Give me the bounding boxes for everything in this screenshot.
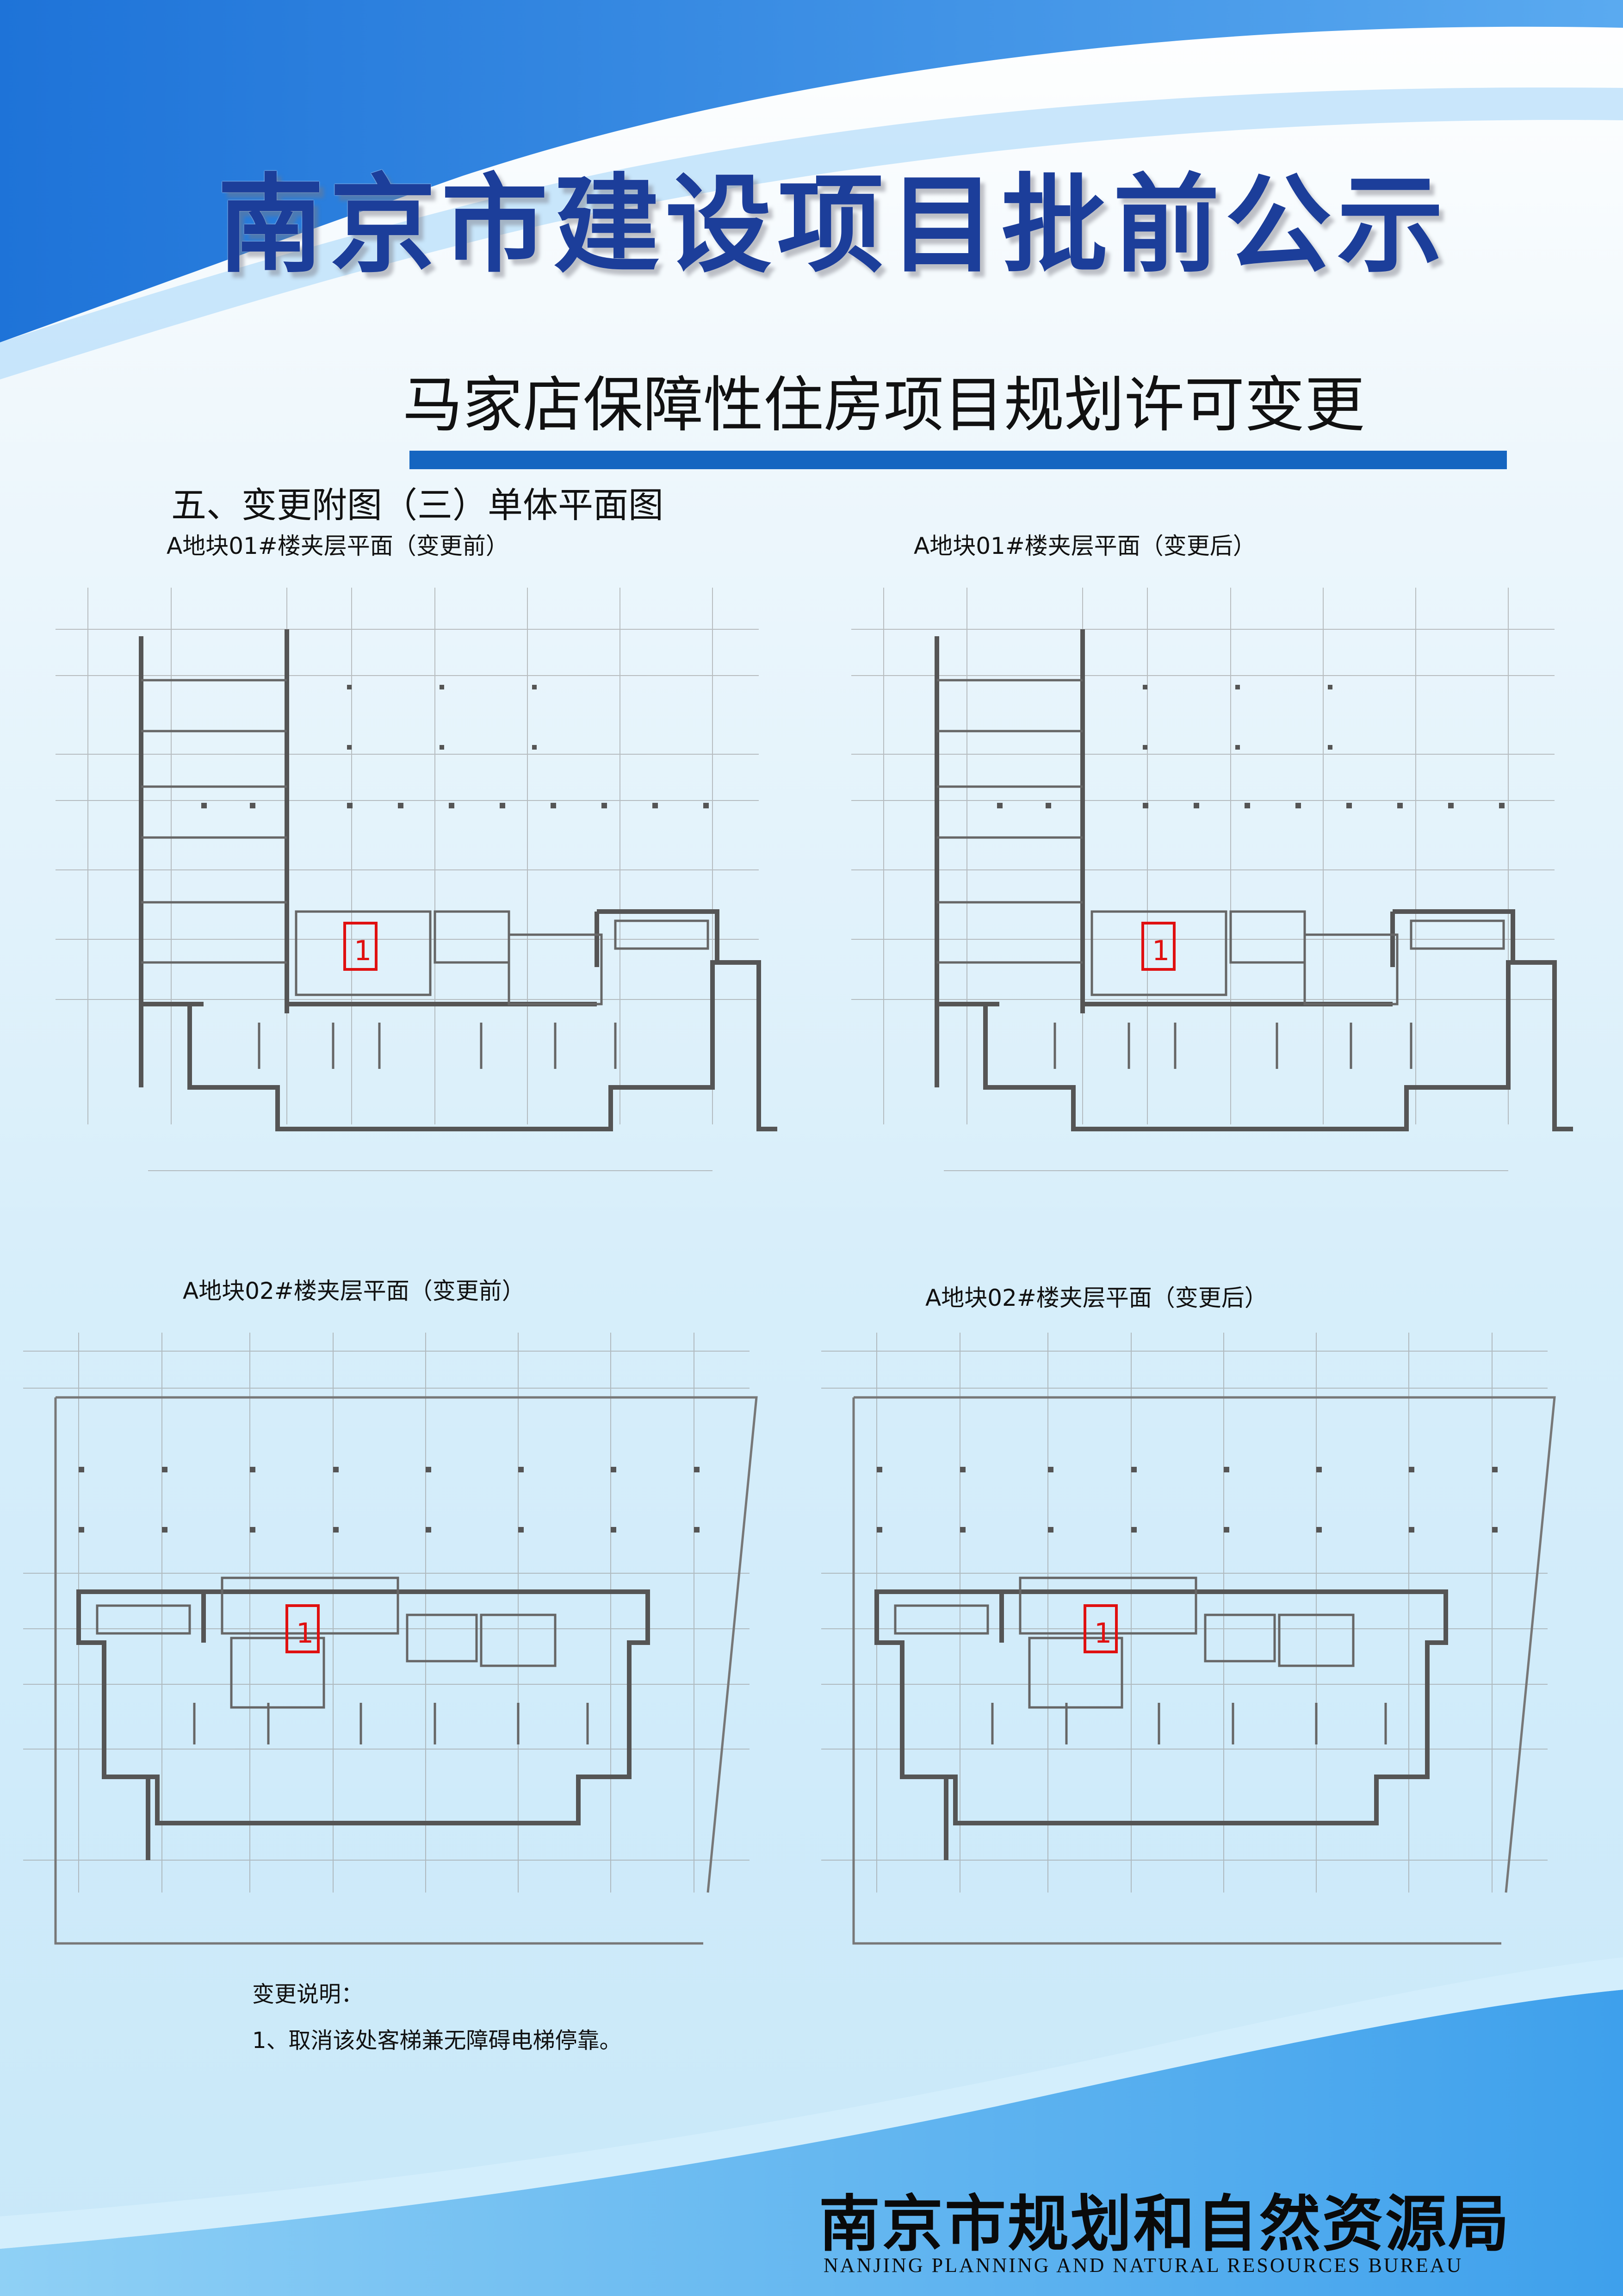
plan-label-02-before: A地块02#楼夹层平面（变更前） [183, 1278, 525, 1304]
change-marker-number: 1 [354, 935, 372, 967]
plan-label-01-before: A地块01#楼夹层平面（变更前） [167, 533, 509, 559]
plan-label-02-after: A地块02#楼夹层平面（变更后） [925, 1285, 1268, 1311]
bureau-name-en: NANJING PLANNING AND NATURAL RESOURCES B… [824, 2254, 1463, 2277]
change-marker-box [285, 1604, 320, 1653]
change-notes-title: 变更说明： [252, 1981, 364, 2007]
change-marker-box [1084, 1604, 1118, 1653]
change-marker-number: 1 [1152, 935, 1170, 967]
section-heading: 五、变更附图（三）单体平面图 [171, 484, 663, 526]
floor-plan-02-before: 1 [9, 1314, 773, 1957]
plan-label-01-after: A地块01#楼夹层平面（变更后） [914, 533, 1256, 559]
main-title: 南京市建设项目批前公示 [217, 162, 1450, 287]
floor-plan-01-before: 1 [19, 569, 777, 1208]
bureau-name-cn: 南京市规划和自然资源局 [819, 2188, 1511, 2260]
floor-plan-01-after: 1 [814, 569, 1573, 1208]
project-subtitle: 马家店保障性住房项目规划许可变更 [403, 370, 1365, 440]
subtitle-underline [409, 451, 1507, 469]
change-marker-number: 1 [296, 1617, 314, 1650]
change-marker-number: 1 [1094, 1617, 1112, 1650]
change-marker-box [343, 922, 378, 971]
floor-plan-02-after: 1 [807, 1314, 1571, 1957]
change-marker-box [1141, 922, 1176, 971]
change-note-item: 1、取消该处客梯兼无障碍电梯停靠。 [252, 2028, 622, 2054]
